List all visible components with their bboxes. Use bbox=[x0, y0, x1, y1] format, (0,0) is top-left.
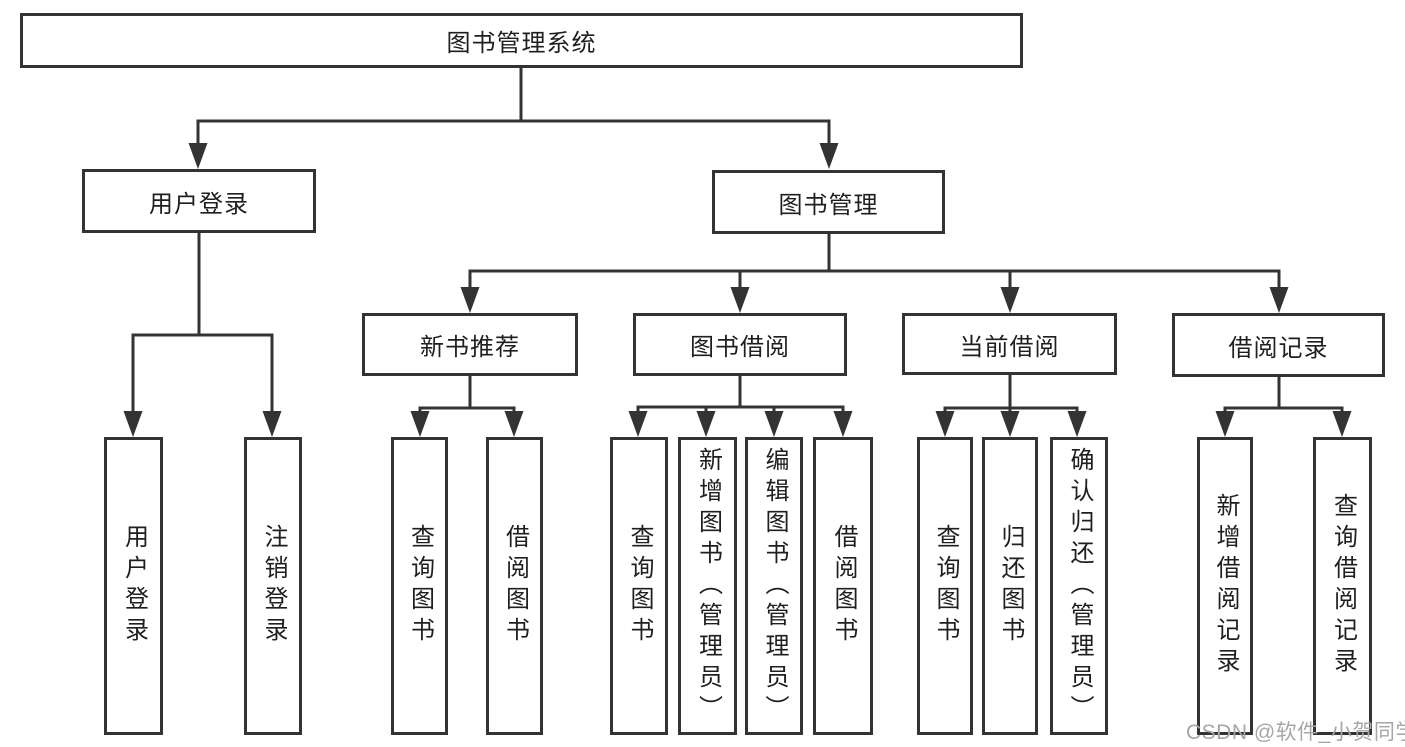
node-library-system: 图书管理系统 bbox=[20, 13, 1023, 68]
csdn-watermark: CSDN @软件_小贺同学 bbox=[1186, 721, 1405, 744]
node-book-borrow-label: 图书借阅 bbox=[690, 334, 790, 361]
node-current-borrow: 当前借阅 bbox=[902, 313, 1117, 375]
leaf-recommend-query-books: 查询图书 bbox=[391, 437, 448, 735]
leaf-confirm-return-admin-label: 确认归还（管理员） bbox=[1066, 446, 1093, 726]
leaf-recommend-borrow-books: 借阅图书 bbox=[486, 437, 543, 735]
leaf-borrow-books-label: 借阅图书 bbox=[830, 524, 857, 648]
leaf-add-borrow-record: 新增借阅记录 bbox=[1197, 437, 1253, 735]
leaf-add-books-admin-label: 新增图书（管理员） bbox=[694, 446, 722, 726]
node-book-management: 图书管理 bbox=[712, 170, 945, 234]
leaf-logout-label: 注销登录 bbox=[260, 524, 287, 648]
node-borrow-records-label: 借阅记录 bbox=[1228, 334, 1329, 362]
node-new-book-recommend: 新书推荐 bbox=[362, 313, 578, 376]
leaf-return-books: 归还图书 bbox=[982, 437, 1038, 735]
node-borrow-records: 借阅记录 bbox=[1172, 313, 1385, 377]
node-user-login-label: 用户登录 bbox=[149, 190, 249, 218]
leaf-user-login-label: 用户登录 bbox=[120, 524, 148, 648]
arrowheads bbox=[123, 143, 1352, 437]
node-book-borrow: 图书借阅 bbox=[633, 313, 847, 376]
node-current-borrow-label: 当前借阅 bbox=[959, 333, 1060, 361]
leaf-add-books-admin: 新增图书（管理员） bbox=[678, 437, 737, 735]
leaf-logout: 注销登录 bbox=[244, 437, 302, 735]
leaf-borrow-query-books: 查询图书 bbox=[610, 437, 668, 735]
node-new-book-recommend-label: 新书推荐 bbox=[420, 334, 520, 361]
leaf-confirm-return-admin: 确认归还（管理员） bbox=[1050, 437, 1108, 735]
leaf-edit-books-admin: 编辑图书（管理员） bbox=[745, 437, 803, 735]
leaf-borrow-query-books-label: 查询图书 bbox=[626, 524, 653, 648]
leaf-return-books-label: 归还图书 bbox=[997, 524, 1024, 648]
leaf-user-login: 用户登录 bbox=[104, 437, 163, 735]
leaf-recommend-borrow-books-label: 借阅图书 bbox=[501, 524, 529, 648]
leaf-query-borrow-record: 查询借阅记录 bbox=[1313, 437, 1372, 735]
leaf-current-query-books: 查询图书 bbox=[917, 437, 973, 735]
leaf-add-borrow-record-label: 新增借阅记录 bbox=[1212, 493, 1239, 679]
leaf-edit-books-admin-label: 编辑图书（管理员） bbox=[761, 446, 788, 726]
node-book-management-label: 图书管理 bbox=[778, 191, 879, 219]
node-library-system-label: 图书管理系统 bbox=[446, 30, 597, 57]
leaf-query-borrow-record-label: 查询借阅记录 bbox=[1329, 493, 1357, 679]
leaf-borrow-books: 借阅图书 bbox=[813, 437, 873, 735]
leaf-recommend-query-books-label: 查询图书 bbox=[406, 524, 434, 648]
node-user-login: 用户登录 bbox=[82, 169, 316, 233]
leaf-current-query-books-label: 查询图书 bbox=[932, 524, 959, 648]
